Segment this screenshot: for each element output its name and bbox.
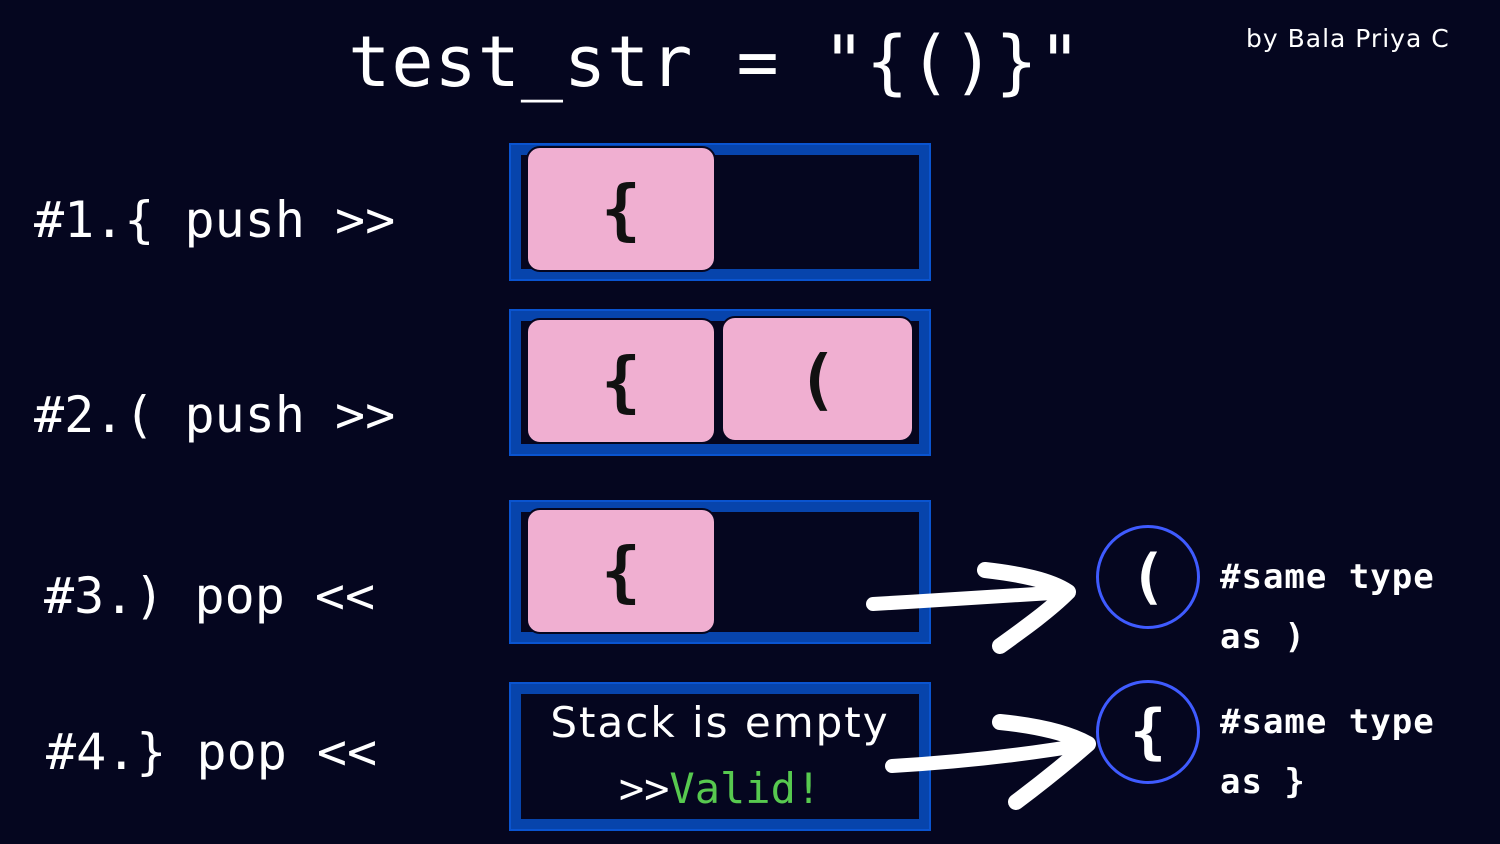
stack-step-2: { ( (509, 309, 931, 456)
valid-result: >>Valid! (521, 764, 919, 813)
stack-cell: { (526, 146, 716, 272)
empty-stack-text: Stack is empty (550, 698, 890, 747)
match-note: #same type as ) (1220, 547, 1495, 667)
match-note-line: #same type (1220, 557, 1435, 597)
step-1-label: #1.{ push >> (34, 191, 396, 249)
step-3-label: #3.) pop << (44, 567, 376, 625)
stack-step-3: { (509, 500, 931, 644)
arrow-right-icon (866, 585, 1075, 611)
valid-word: Valid! (669, 764, 822, 813)
stack-step-4: Stack is empty >>Valid! (509, 682, 931, 831)
step-2-label: #2.( push >> (34, 386, 396, 444)
title: test_str = "{()}" (348, 21, 1082, 103)
match-note-line: as ) (1220, 617, 1306, 657)
arrowhead-icon (977, 562, 1076, 654)
stack-step-1: { (509, 143, 931, 281)
arrow-right-icon (885, 737, 1095, 773)
stack-cell: { (526, 318, 716, 444)
stack-cell: ( (721, 316, 914, 442)
arrowhead-icon (992, 714, 1096, 810)
match-note-line: as } (1220, 762, 1306, 802)
valid-prefix: >> (618, 764, 670, 813)
match-note-line: #same type (1220, 702, 1435, 742)
popped-bracket-circle: ( (1096, 525, 1200, 629)
byline: by Bala Priya C (1246, 24, 1450, 53)
stack-cell: { (526, 508, 716, 634)
popped-bracket-circle: { (1096, 680, 1200, 784)
step-4-label: #4.} pop << (46, 723, 378, 781)
match-note: #same type as } (1220, 692, 1495, 812)
